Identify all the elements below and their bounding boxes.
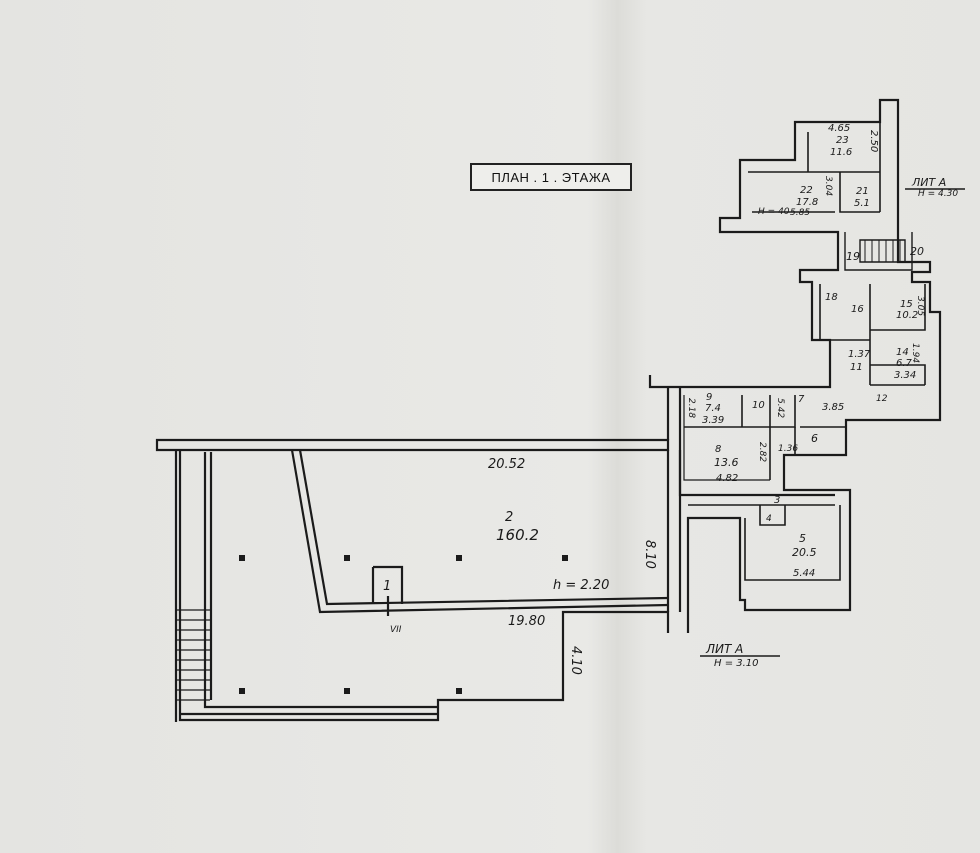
r9-num: 9 [706,392,712,403]
hall-height: h = 2.20 [553,578,609,593]
hall-room-area: 160.2 [496,526,539,544]
r22-height: H = 40 [758,207,790,217]
hall-east-wall [666,450,682,612]
r8-num: 8 [715,444,721,455]
r5-dim: 5.44 [793,568,815,579]
upper-marker-height: H = 4.30 [918,189,958,199]
upper-marker-title: ЛИТ А [911,176,946,189]
r22-dim: 5.85 [790,208,810,218]
r22-num: 22 [800,185,813,196]
r20-label: 20 [910,245,924,258]
r21-area: 5.1 [854,198,870,209]
room-6-wall [794,426,846,455]
r3-label: 3 [774,495,780,506]
r15-num: 15 [900,299,913,310]
hall-inner-wall [203,452,437,709]
hall-dim-right: 8.10 [642,540,657,569]
hall-room-number: 2 [505,510,513,525]
plan-title-stamp: ПЛАН . 1 . ЭТАЖА [470,163,632,191]
r21-num: 21 [856,186,869,197]
r14-num: 14 [896,347,909,358]
r7-num: 7 [798,394,805,405]
r13-area: 11 [850,362,863,373]
r14-dim: 3.34 [894,370,916,381]
r14-area: 6.7 [896,358,913,369]
lower-marker-title: ЛИТ А [705,642,743,656]
r9-dim: 3.39 [702,415,724,426]
marker-underlines [700,188,965,657]
r8-side: 2.82 [757,442,767,462]
small-room-number: 1 [383,579,391,594]
r22-area: 17.8 [796,197,818,208]
room-3-4-wall [688,504,835,526]
room-5-wall [744,505,841,581]
r10-label: 10 [752,400,765,411]
r5-num: 5 [799,532,806,545]
r13-dim: 1.37 [848,349,871,360]
r14-side: 1.94 [910,343,920,363]
exit-mark: VII [390,625,402,635]
hall-dim-top: 20.52 [488,457,525,472]
r9-area: 7.4 [705,403,721,414]
r19-label: 19 [846,250,860,263]
stairs-hatch [176,609,210,701]
partition-wall-inner [298,449,669,606]
r15-side: 3.05 [915,296,925,316]
small-room-1 [371,565,404,604]
r23-area: 11.6 [830,147,852,158]
r7-dim: 5.42 [775,398,785,418]
partition-wall [290,449,669,614]
rooms-21-22-partition [748,171,880,213]
r8-area: 13.6 [714,456,739,469]
hall-dim-bottom: 19.80 [508,614,545,629]
hall-dim-lower-right: 4.10 [568,646,583,675]
room-23-wall [807,122,881,212]
stair-treads [864,240,901,262]
r7-dim2: 3.85 [822,402,844,413]
r8-dim: 4.82 [716,473,738,484]
main-hall-wall [178,450,670,722]
rooms-7-9-wall [678,387,835,497]
hall-columns [239,555,568,694]
r22-side: 3.04 [823,176,833,196]
r12-label: 12 [876,394,888,404]
r15-area: 10.2 [896,310,918,321]
r5-area: 20.5 [792,546,817,559]
r23-num: 23 [836,135,849,146]
stair-block [844,232,913,271]
north-wall [155,438,670,452]
r16-label: 16 [851,304,864,315]
r6-num: 6 [811,432,818,445]
lower-marker-height: H = 3.10 [714,658,759,669]
r6-dim: 1.36 [778,444,798,454]
r23-side: 2.50 [868,130,879,152]
rooms-13-18-partitions [819,284,926,386]
r23-top: 4.65 [828,123,850,134]
r4-label: 4 [766,514,772,524]
r18-label: 18 [825,292,838,303]
r9-side: 2.18 [686,398,696,418]
central-wing-outline [648,98,942,633]
room-8-inner [683,395,770,481]
